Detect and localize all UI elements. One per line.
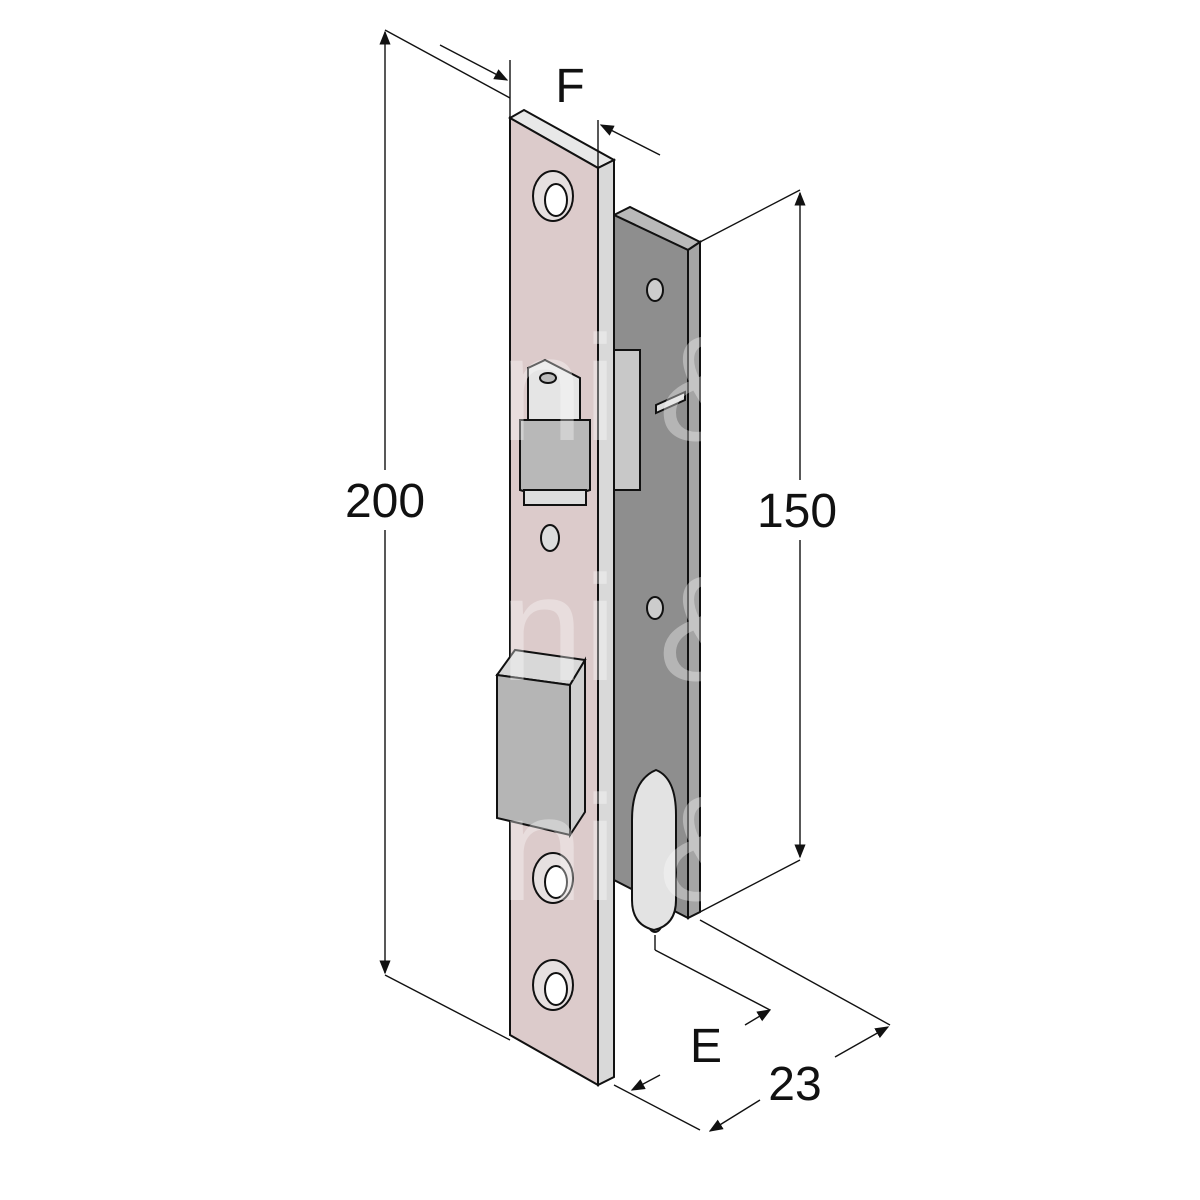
cylinder-slot [631, 768, 677, 932]
faceplate-hole-lower [532, 852, 574, 904]
dimension-200: 200 [325, 29, 511, 1041]
dimension-150: 150 [699, 189, 855, 913]
dimension-E-label: E [690, 1020, 722, 1073]
dimension-23-label: 23 [768, 1058, 821, 1111]
dimension-150-label: 150 [757, 485, 837, 538]
case-hole-top [646, 278, 664, 302]
dimension-E: E [613, 935, 772, 1131]
dimension-F-label: F [555, 60, 584, 113]
lock-case [611, 205, 702, 933]
dead-bolt [495, 648, 587, 839]
case-hole-mid [646, 596, 664, 620]
faceplate-hole-top [532, 170, 574, 222]
dimension-200-label: 200 [345, 475, 425, 528]
latch-bolt [519, 358, 591, 506]
faceplate-hole-small [540, 524, 560, 552]
watermark-text: ni & [500, 544, 758, 712]
dimension-23: 23 [699, 919, 891, 1132]
watermark: ni & ni & ni & [500, 304, 758, 932]
dimension-F: F [439, 44, 661, 168]
case-slot [655, 390, 686, 415]
faceplate [507, 108, 617, 1087]
watermark-text: ni & [500, 304, 758, 472]
watermark-text: ni & [500, 764, 758, 932]
faceplate-hole-bottom [532, 959, 574, 1011]
latch-window [613, 349, 641, 491]
